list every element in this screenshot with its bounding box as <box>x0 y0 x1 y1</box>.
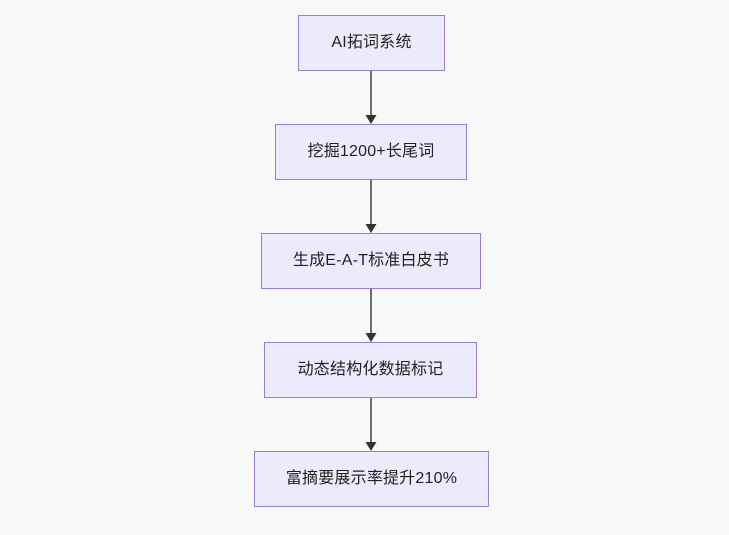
arrowhead-icon <box>365 333 377 342</box>
edge-n3-n4 <box>365 289 377 342</box>
arrowhead-icon <box>365 442 377 451</box>
arrowhead-icon <box>365 224 377 233</box>
flowchart-node-3[interactable]: 生成E-A-T标准白皮书 <box>261 233 481 289</box>
flowchart-node-label: AI拓词系统 <box>331 34 412 52</box>
flowchart-node-5[interactable]: 富摘要展示率提升210% <box>254 451 489 507</box>
flowchart-node-1[interactable]: AI拓词系统 <box>298 15 445 71</box>
flowchart-node-label: 生成E-A-T标准白皮书 <box>292 252 450 270</box>
flowchart-node-4[interactable]: 动态结构化数据标记 <box>264 342 477 398</box>
edge-n2-n3 <box>365 180 377 233</box>
arrowhead-icon <box>365 115 377 124</box>
flowchart-node-label: 富摘要展示率提升210% <box>285 470 458 488</box>
edge-n1-n2 <box>365 71 377 124</box>
flowchart-node-label: 挖掘1200+长尾词 <box>307 143 435 161</box>
flowchart-node-label: 动态结构化数据标记 <box>297 361 444 379</box>
flowchart-node-2[interactable]: 挖掘1200+长尾词 <box>275 124 467 180</box>
edge-n4-n5 <box>365 398 377 451</box>
